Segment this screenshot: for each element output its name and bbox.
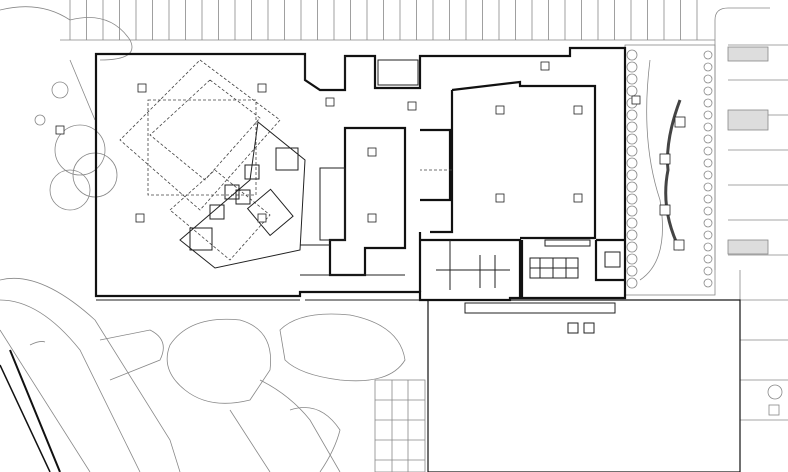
- shrub: [703, 86, 713, 96]
- shrub: [703, 254, 713, 264]
- shrub: [626, 73, 638, 85]
- columns: [55, 61, 641, 223]
- shrub: [703, 182, 713, 192]
- site-left: [0, 6, 181, 472]
- shrub: [626, 241, 638, 253]
- column: [367, 147, 377, 157]
- shrub: [703, 62, 713, 72]
- column: [257, 213, 267, 223]
- column: [540, 61, 550, 71]
- shrub: [703, 98, 713, 108]
- shrub: [626, 61, 638, 73]
- column: [55, 125, 65, 135]
- column: [495, 193, 505, 203]
- column: [137, 83, 147, 93]
- column: [257, 83, 267, 93]
- parking-stalls-top: [60, 0, 715, 41]
- shrub: [626, 205, 638, 217]
- column: [325, 97, 335, 107]
- shrub: [703, 194, 713, 204]
- shrub: [703, 230, 713, 240]
- shrub: [626, 133, 638, 145]
- shrub: [703, 74, 713, 84]
- shrub: [703, 122, 713, 132]
- adjacent-building: [427, 299, 741, 472]
- shrub: [703, 206, 713, 216]
- column: [135, 213, 145, 223]
- column: [573, 105, 583, 115]
- shrub: [626, 49, 638, 61]
- column: [495, 105, 505, 115]
- shrub: [703, 50, 713, 60]
- shrub: [703, 242, 713, 252]
- column: [407, 101, 417, 111]
- shrub: [703, 266, 713, 276]
- column: [573, 193, 583, 203]
- shrub: [626, 265, 638, 277]
- shrub: [626, 253, 638, 265]
- shrub: [703, 146, 713, 156]
- shrub: [626, 169, 638, 181]
- main-building: [94, 46, 627, 302]
- shrub: [703, 278, 713, 288]
- column: [367, 213, 377, 223]
- shrub: [626, 109, 638, 121]
- landscape-area: [624, 44, 716, 296]
- shrub: [703, 158, 713, 168]
- landscape-islands: [166, 313, 426, 472]
- shrub: [626, 145, 638, 157]
- shrub: [626, 193, 638, 205]
- shrub: [626, 85, 638, 97]
- shrub: [703, 218, 713, 228]
- shrub: [626, 277, 638, 289]
- shrub: [626, 217, 638, 229]
- shrub: [626, 157, 638, 169]
- shrub: [626, 181, 638, 193]
- shrub: [703, 110, 713, 120]
- shrub: [703, 134, 713, 144]
- shrub: [626, 229, 638, 241]
- shrub: [703, 170, 713, 180]
- shrub: [626, 121, 638, 133]
- column: [631, 95, 641, 105]
